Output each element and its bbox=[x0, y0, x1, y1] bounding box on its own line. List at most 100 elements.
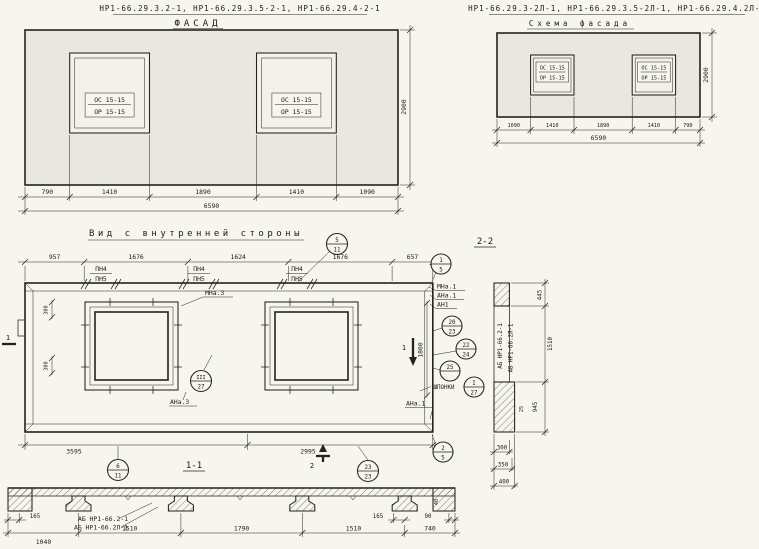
sec1-dim-1510a: 1510 bbox=[122, 525, 138, 533]
callout-25-24-top: 25 bbox=[447, 365, 454, 371]
facade-left-code: НР1-66.29.3.2-1, НР1-66.29.3.5-2-1, НР1-… bbox=[99, 4, 380, 13]
callout-2-5-top: 2 bbox=[441, 446, 445, 452]
iv-dim-300a: 300 bbox=[44, 305, 50, 314]
callout-5-11-bottom: 11 bbox=[334, 248, 341, 254]
fl-height: 2900 bbox=[400, 99, 408, 115]
window-label-or: ОР 15-15 bbox=[641, 76, 666, 82]
iv-dim-4: 657 bbox=[407, 253, 419, 261]
panel-inner bbox=[24, 282, 434, 433]
sec1-dim-40: 40 bbox=[434, 499, 440, 505]
sec1-dim-1510b: 1510 bbox=[346, 525, 362, 533]
fr-total: 6590 bbox=[591, 134, 607, 142]
pn-group-1: ПН4 ПН5 bbox=[90, 265, 112, 283]
sec1-dim-1040: 1040 bbox=[36, 538, 52, 546]
pn-group-2: ПН4 ПН5 bbox=[188, 265, 210, 283]
fr-dim-0: 1090 bbox=[508, 123, 521, 129]
pn4-label: ПН4 bbox=[193, 265, 205, 273]
callout-III-27-bottom: 27 bbox=[198, 385, 205, 391]
sec1-dim-740: 740 bbox=[424, 525, 436, 533]
sec1-label-b: АБ НР1-66.2Л-1 bbox=[74, 524, 128, 532]
pn4-label: ПН4 bbox=[95, 265, 107, 273]
window-label-or: ОР 15-15 bbox=[281, 108, 312, 116]
inner-view: Вид с внутренней стороны 957 1676 1624 1… bbox=[2, 229, 465, 472]
section2-flag-bottom: 2 bbox=[310, 462, 314, 470]
callout-23-23-top: 23 bbox=[365, 465, 372, 471]
fl-dim-0: 790 bbox=[42, 188, 54, 196]
iv-dim-1: 1676 bbox=[128, 253, 144, 261]
fr-dim-4: 790 bbox=[683, 123, 692, 129]
label-mna3: МНа.3 bbox=[205, 289, 224, 297]
inner-window-2 bbox=[261, 298, 362, 394]
callouts: 5 11 1 5 20 23 22 24 25 I 27 III 27 bbox=[106, 232, 485, 483]
callout-6-11-bottom: 11 bbox=[115, 474, 122, 480]
pn-group-3: ПН4 ПН5 bbox=[286, 265, 308, 283]
window-label-os: ОС 15-15 bbox=[94, 96, 125, 104]
facade-right-title: Схема фасада bbox=[529, 19, 631, 28]
section2-title: 2-2 bbox=[477, 237, 493, 247]
section1-title: 1-1 bbox=[186, 461, 202, 471]
iv-dim-2995: 2995 bbox=[300, 448, 316, 456]
callout-5-11-top: 5 bbox=[335, 238, 339, 244]
pn5-label: ПН5 bbox=[95, 275, 107, 283]
pn5-label: ПН5 bbox=[193, 275, 205, 283]
iv-dim-3595: 3595 bbox=[66, 448, 82, 456]
section-2-2: 2-2 АБ НР1-66.2-1 АБ НР1-66.2Л-1 445 151… bbox=[474, 237, 554, 490]
facade-right-code: НР1-66.29.3-2Л-1, НР1-66.29.3.5-2Л-1, НР… bbox=[468, 4, 759, 13]
iv-dim-1800: 1800 bbox=[417, 342, 425, 358]
callout-20-23-top: 20 bbox=[449, 320, 456, 326]
window-label-or: ОР 15-15 bbox=[540, 76, 565, 82]
sec1-dim-90: 90 bbox=[425, 514, 432, 520]
fr-dim-1: 1410 bbox=[546, 123, 559, 129]
sec2-dim-945: 945 bbox=[533, 401, 539, 412]
sec1-label-a: АБ НР1-66.2-1 bbox=[78, 515, 128, 523]
label-an1: АН1 bbox=[437, 301, 449, 309]
label-shponki: ШПОНКИ bbox=[434, 385, 455, 391]
pn5-label: ПН5 bbox=[291, 275, 303, 283]
fl-dim-2: 1890 bbox=[195, 188, 211, 196]
label-ana1: АНа.1 bbox=[437, 292, 456, 300]
fr-height: 2900 bbox=[702, 67, 710, 83]
callout-22-24-bottom: 24 bbox=[463, 353, 470, 359]
sec2-dim-445: 445 bbox=[538, 289, 544, 300]
callout-1-5-bottom: 5 bbox=[439, 268, 443, 274]
window-label-os: ОС 15-15 bbox=[281, 96, 312, 104]
sec1-dim-165b: 165 bbox=[373, 514, 384, 520]
section1-flag-left: 1 bbox=[6, 334, 10, 342]
section1-flag-right: 1 bbox=[402, 344, 406, 352]
lifting-loop-marks bbox=[80, 278, 318, 290]
fr-dim-3: 1410 bbox=[648, 123, 661, 129]
iv-dim-3: 1676 bbox=[333, 253, 349, 261]
fl-dim-4: 1090 bbox=[360, 188, 376, 196]
callout-1-5-top: 1 bbox=[439, 258, 443, 264]
window-label-or: ОР 15-15 bbox=[94, 108, 125, 116]
callout-2-5-bottom: 5 bbox=[441, 456, 445, 462]
callout-6-11-top: 6 bbox=[116, 464, 120, 470]
window-label-os: ОС 15-15 bbox=[540, 66, 565, 72]
sec2-label-a: АБ НР1-66.2-1 bbox=[498, 323, 504, 369]
facade-left: НР1-66.29.3.2-1, НР1-66.29.3.5-2-1, НР1-… bbox=[18, 4, 415, 215]
facade-left-title: ФАСАД bbox=[174, 19, 221, 29]
sec2-dim-400: 400 bbox=[499, 480, 510, 486]
iv-dim-300b: 300 bbox=[44, 361, 50, 370]
sec1-dim-1790: 1790 bbox=[234, 525, 250, 533]
inner-window-1 bbox=[81, 298, 182, 394]
iv-dim-0: 957 bbox=[49, 253, 61, 261]
sec1-dim-165a: 165 bbox=[30, 514, 41, 520]
facade-right: НР1-66.29.3-2Л-1, НР1-66.29.3.5-2Л-1, НР… bbox=[468, 4, 759, 147]
fl-total: 6590 bbox=[204, 202, 220, 210]
callout-22-24-top: 22 bbox=[463, 343, 470, 349]
callout-20-23-bottom: 23 bbox=[449, 330, 456, 336]
callout-I-27-top: I bbox=[472, 381, 476, 387]
pn4-label: ПН4 bbox=[291, 265, 303, 273]
window-label-os: ОС 15-15 bbox=[641, 66, 666, 72]
sec2-dim-300: 300 bbox=[497, 446, 508, 452]
fl-dim-3: 1410 bbox=[289, 188, 305, 196]
sec2-dim-25: 25 bbox=[519, 406, 525, 412]
label-ana1b: АНа.1 bbox=[406, 400, 425, 408]
label-ana3: АНа.3 bbox=[170, 398, 189, 406]
fl-dim-1: 1410 bbox=[102, 188, 118, 196]
label-mna1: МНа.1 bbox=[437, 283, 456, 291]
callout-I-27-bottom: 27 bbox=[471, 391, 478, 397]
